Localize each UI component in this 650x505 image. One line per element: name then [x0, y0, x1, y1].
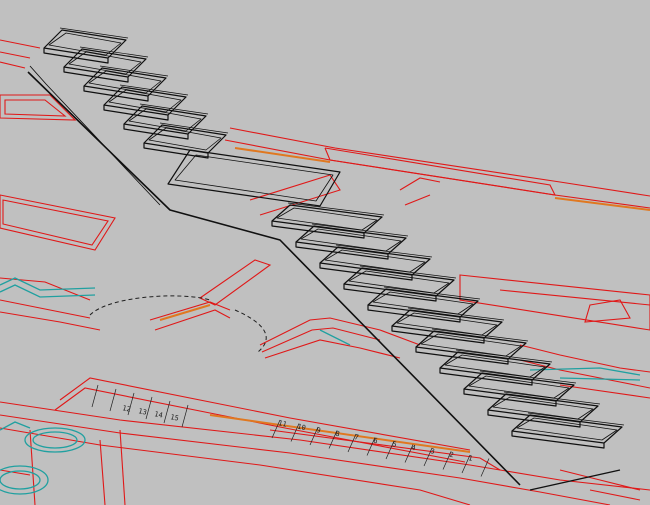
- plan-step-number: 8: [335, 430, 341, 439]
- plan-tread-line: [480, 458, 490, 477]
- plan-step-number: 9: [316, 426, 322, 435]
- stair-landing-inner: [174, 154, 334, 202]
- plan-step-number: 3: [430, 447, 436, 456]
- plan-tread-line: [163, 400, 171, 424]
- plan-tread-line: [127, 392, 135, 416]
- stair-base-line: [529, 469, 621, 491]
- floor-plan-linework: [0, 39, 650, 505]
- door-swing-arc: [89, 295, 267, 353]
- plan-tread-line: [328, 430, 338, 449]
- plan-step-number: 7: [354, 433, 360, 442]
- plan-tread-line: [385, 440, 395, 460]
- plan-step-number: 2: [449, 451, 455, 460]
- highlighted-segments: [159, 147, 650, 453]
- tread-upper-4: [103, 84, 189, 121]
- plan-step-number: 15: [170, 413, 180, 423]
- stair-stringer-outer: [27, 71, 521, 486]
- plan-tread-line: [461, 454, 471, 474]
- plan-tread-line: [442, 451, 452, 470]
- plan-tread-line: [366, 437, 376, 456]
- plan-step-number: 6: [373, 437, 379, 446]
- plan-tread-line: [347, 433, 357, 453]
- tread-lower-11: [511, 412, 625, 449]
- tread-upper-2: [63, 46, 149, 83]
- plan-tread-line: [271, 419, 281, 439]
- plan-tread-line: [109, 388, 117, 412]
- plumbing-fixtures: [0, 277, 641, 495]
- tread-upper-3: [83, 65, 169, 102]
- plan-tread-line: [309, 426, 319, 446]
- plan-step-number: 11: [278, 419, 288, 429]
- tread-upper-1: [43, 27, 129, 64]
- tread-upper-6: [143, 122, 229, 159]
- plan-tread-line: [145, 396, 153, 420]
- stair-landing: [167, 149, 341, 207]
- plan-tread-line: [423, 447, 433, 467]
- stair-stringer-inner: [29, 65, 161, 206]
- plan-step-number: 12: [122, 404, 132, 414]
- plan-tread-line: [404, 444, 414, 463]
- plan-step-number: 13: [138, 407, 148, 417]
- plan-tread-line: [91, 384, 99, 408]
- tread-upper-5: [123, 103, 209, 140]
- plan-step-number: 14: [154, 410, 164, 420]
- plan-step-number: 10: [297, 423, 307, 433]
- plan-step-number: 1: [468, 454, 474, 463]
- plan-tread-line: [290, 423, 300, 442]
- plan-step-number: 5: [392, 440, 398, 449]
- plan-step-number: 4: [411, 444, 417, 453]
- plan-tread-line: [181, 404, 189, 428]
- staircase-model: [27, 27, 625, 491]
